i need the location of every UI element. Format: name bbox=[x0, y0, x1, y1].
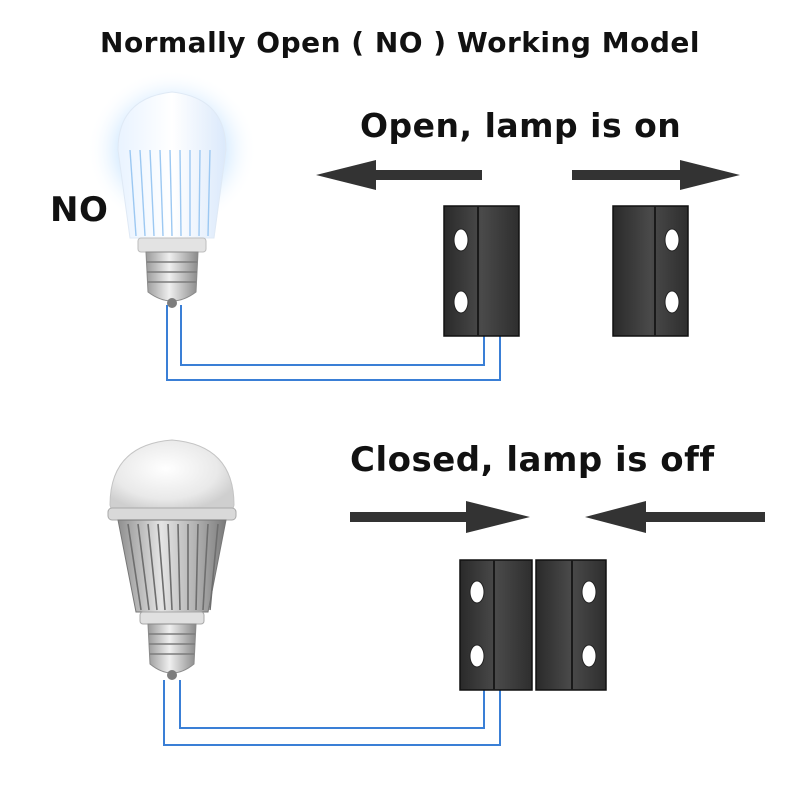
open-switch-body bbox=[444, 206, 519, 336]
bulb-ring bbox=[108, 508, 236, 520]
bulb-dome bbox=[110, 440, 234, 512]
closed-left-arrow bbox=[585, 501, 765, 533]
bulb-screw-base bbox=[146, 252, 198, 301]
unlit-bulb bbox=[108, 440, 236, 680]
open-left-arrow bbox=[316, 160, 482, 190]
closed-magnet bbox=[536, 560, 606, 690]
closed-right-arrow bbox=[350, 501, 530, 533]
lit-bulb bbox=[87, 70, 257, 308]
closed-switch-body bbox=[460, 560, 532, 690]
bulb-collar bbox=[140, 612, 204, 624]
open-magnet bbox=[613, 206, 688, 336]
open-right-arrow bbox=[572, 160, 740, 190]
bulb-screw-base bbox=[148, 624, 196, 673]
bottom-circuit-wires bbox=[164, 680, 500, 745]
bulb-collar bbox=[138, 238, 206, 252]
